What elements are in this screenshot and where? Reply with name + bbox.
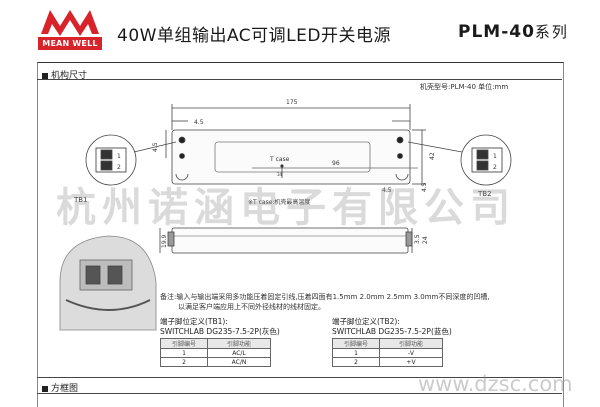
section-divider	[37, 393, 562, 394]
section-block-diagram: 方框图	[42, 381, 78, 394]
section-divider	[37, 377, 562, 378]
tb2-label: TB2	[477, 190, 492, 198]
mw-mark-icon	[41, 10, 99, 36]
tb1-pin1: 1	[117, 153, 121, 160]
tcase-note: ※T case:机壳最高温度	[248, 198, 310, 206]
tb2-table: 引脚编号引脚功能 1-V 2+V	[332, 338, 443, 367]
tcase-label: T case	[269, 156, 290, 163]
square-bullet-icon	[42, 72, 48, 79]
table-row: 2+V	[332, 357, 443, 367]
model-name: PLM-40	[458, 22, 535, 42]
note-line-2: 以满足客户端应用上不同外径线材的线材固定。	[178, 303, 325, 311]
content-frame	[37, 62, 564, 407]
dim-length: 175	[286, 99, 298, 106]
tb2-pin2: 2	[493, 164, 497, 171]
section-divider	[37, 79, 562, 80]
dim-45-right: 4.5	[421, 182, 428, 192]
dim-35: 3.5	[414, 234, 421, 244]
note-line-1: 备注:输入与输出端采用多功能压着固定引线,压着四面有1.5mm 2.0mm 2.…	[160, 293, 490, 301]
table-row: 1-V	[332, 348, 443, 358]
square-bullet-icon	[42, 385, 48, 392]
tb2-type: SWITCHLAB DG235-7.5-2P(蓝色)	[332, 327, 452, 336]
model-title: PLM-40系列	[458, 21, 569, 42]
meanwell-logo: MEAN WELL	[38, 6, 102, 50]
brand-name: MEAN WELL	[38, 37, 102, 50]
dim-24: 24	[422, 236, 429, 244]
case-info: 机壳型号:PLM-40 单位:mm	[420, 83, 509, 91]
watermark-company: 杭州诺涵电子有限公司	[56, 185, 516, 231]
tb1-pin2: 2	[117, 164, 121, 171]
page-title: 40W单组输出AC可调LED开关电源	[117, 26, 391, 46]
tb1-label: TB1	[73, 196, 88, 204]
tb1-type: SWITCHLAB DG235-7.5-2P(灰色)	[160, 327, 280, 336]
tb2-pin1: 1	[493, 153, 497, 160]
dim-45-left: 4.5	[152, 142, 159, 152]
watermark-url: www.dzsc.com	[418, 372, 573, 396]
dim-96: 96	[332, 160, 340, 167]
dim-45-bottom: 4.5	[382, 187, 392, 194]
dim-34: 34	[277, 172, 283, 177]
tb1-title: 端子脚位定义(TB1):	[160, 317, 228, 326]
model-suffix: 系列	[534, 23, 569, 41]
tb2-title: 端子脚位定义(TB2):	[332, 317, 400, 326]
case-top-view	[171, 129, 411, 185]
dim-45-top: 4.5	[194, 119, 204, 126]
dim-height: 19.9	[161, 234, 168, 248]
dim-42: 42	[429, 152, 436, 160]
section-mechanical: 机构尺寸	[42, 68, 87, 81]
